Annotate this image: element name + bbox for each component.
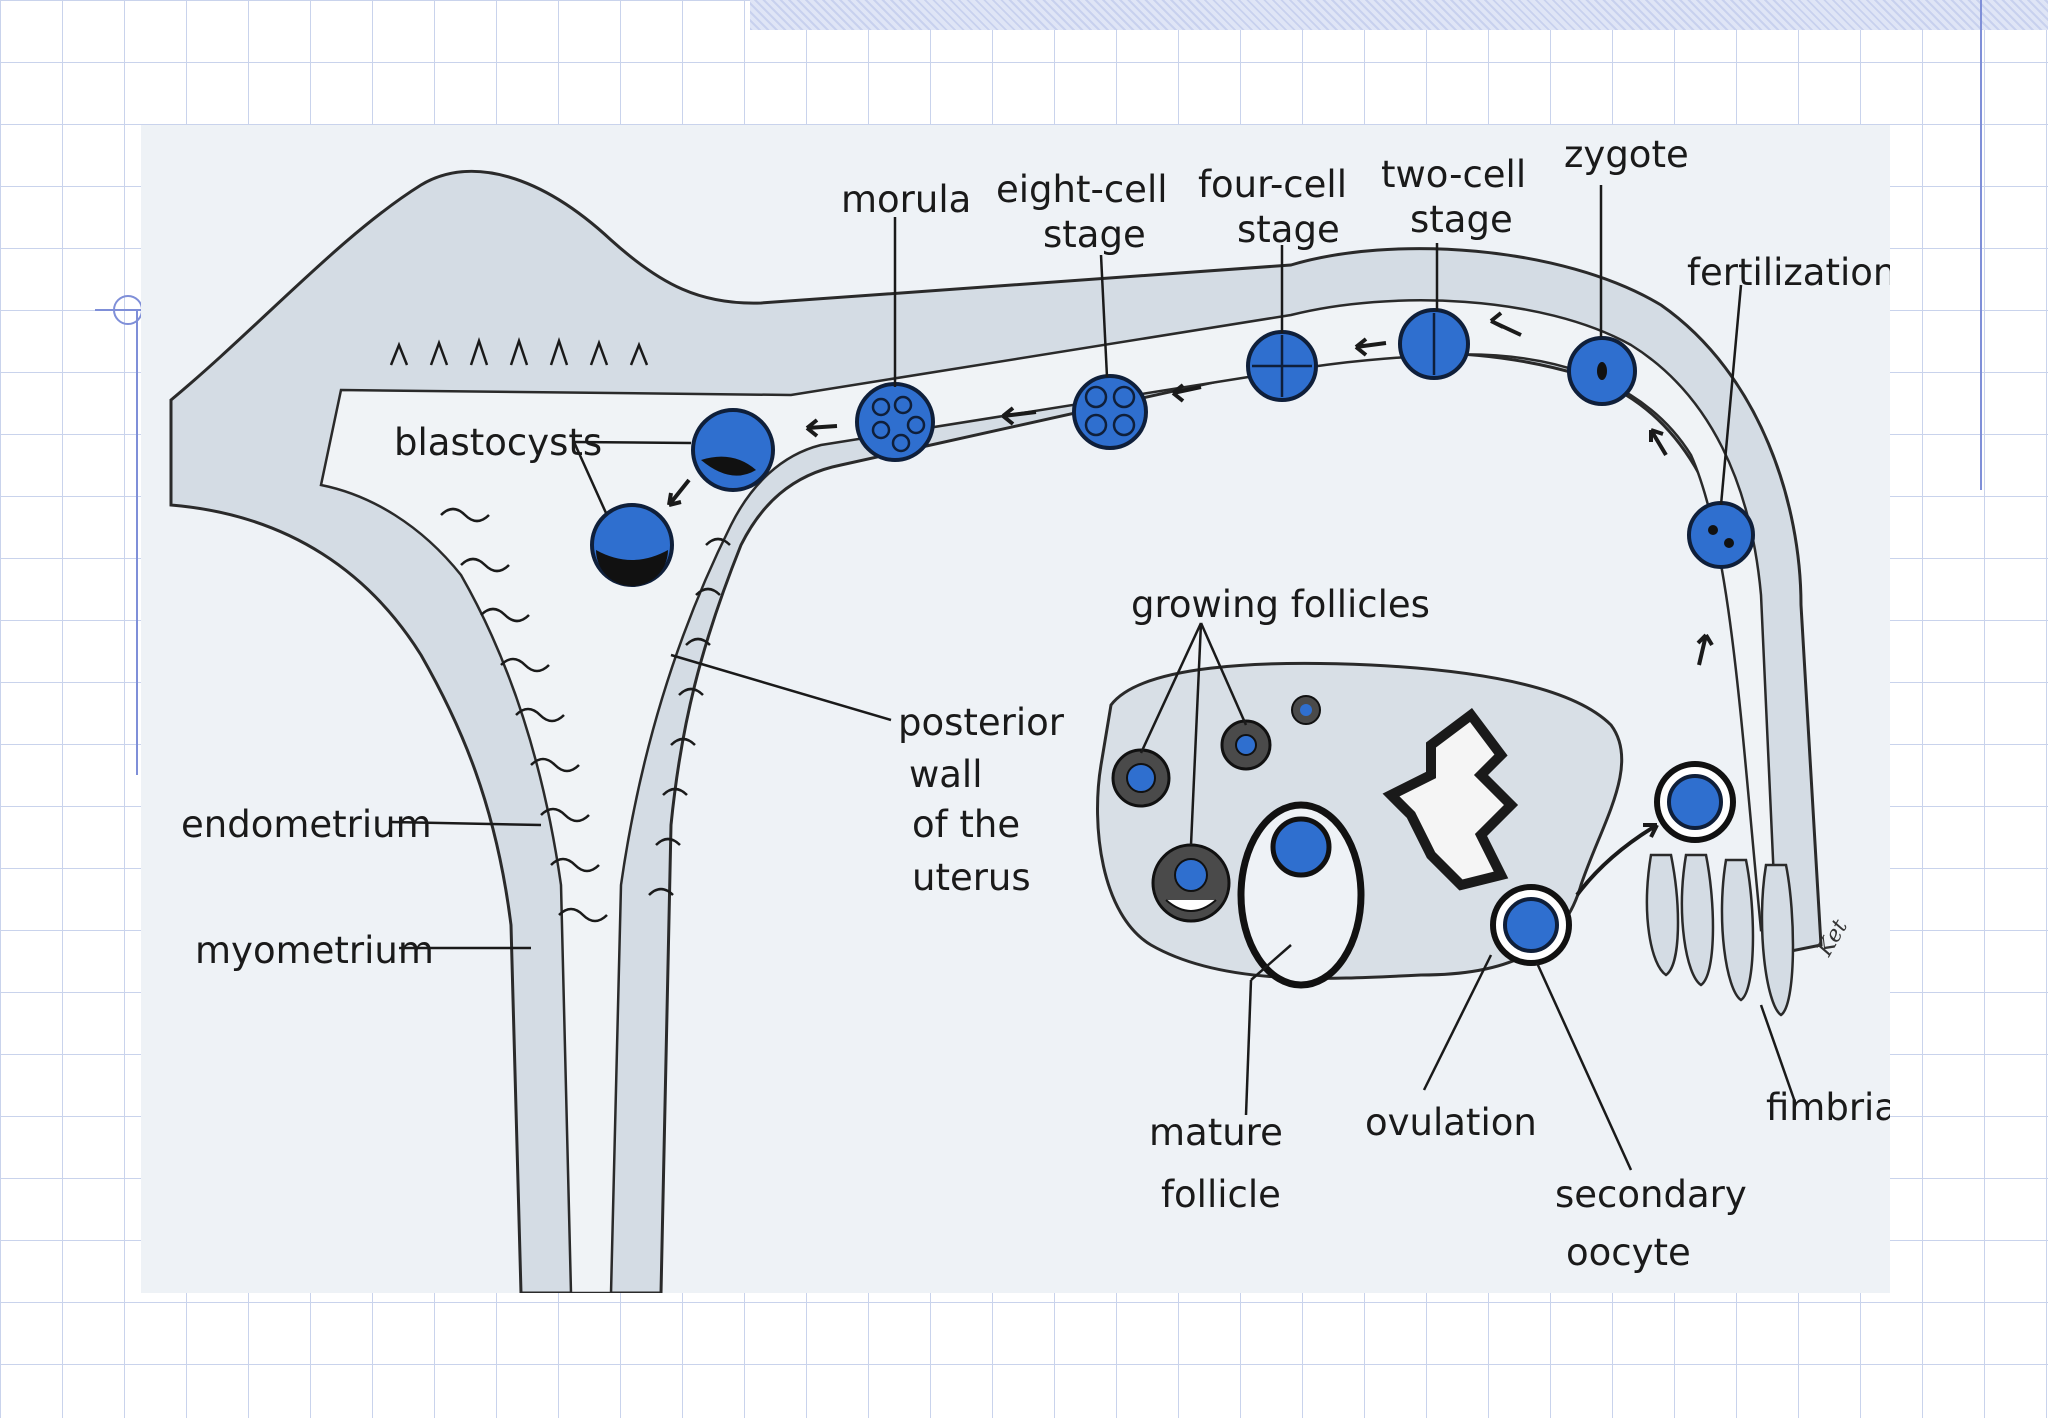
label-mature: mature bbox=[1149, 1111, 1283, 1154]
label-follicle: follicle bbox=[1161, 1173, 1281, 1216]
label-ovulation: ovulation bbox=[1365, 1101, 1537, 1144]
right-accent-line bbox=[1980, 0, 1982, 490]
label-blastocysts: blastocysts bbox=[394, 421, 602, 464]
ruptured-follicle bbox=[1382, 708, 1519, 891]
reproduction-diagram: morula eight-cell stage four-cell stage … bbox=[169, 133, 1890, 1293]
movement-arrows bbox=[667, 311, 1714, 897]
bullet-stroke bbox=[95, 309, 145, 311]
mature-follicle bbox=[1237, 801, 1365, 989]
label-eight-cell-stage: stage bbox=[1043, 213, 1146, 256]
label-posterior: posterior bbox=[898, 701, 1065, 744]
endometrium-folds-right bbox=[648, 537, 731, 896]
label-fimbria: fimbria bbox=[1766, 1086, 1890, 1129]
label-myometrium: myometrium bbox=[195, 929, 434, 972]
leader-lines bbox=[390, 185, 1798, 1171]
label-fertilization: fertilization bbox=[1687, 251, 1890, 294]
morula-cell bbox=[855, 382, 935, 462]
zygote-cell bbox=[1567, 336, 1637, 406]
fertilization-cell bbox=[1687, 501, 1755, 569]
header-band bbox=[750, 0, 2048, 30]
four-cell-stage-cell bbox=[1246, 330, 1318, 402]
endometrium-folds-top bbox=[389, 337, 649, 366]
label-uterus: uterus bbox=[912, 856, 1031, 899]
blastocyst-cell-2 bbox=[590, 503, 674, 587]
label-growing-follicles: growing follicles bbox=[1131, 583, 1430, 626]
left-accent-line bbox=[136, 310, 138, 775]
secondary-oocyte bbox=[1490, 884, 1572, 966]
label-two-cell-stage: stage bbox=[1410, 198, 1513, 241]
diagram-panel: morula eight-cell stage four-cell stage … bbox=[141, 125, 1890, 1293]
label-zygote: zygote bbox=[1564, 133, 1689, 176]
blastocyst-cell-1 bbox=[691, 408, 775, 492]
oocyte-near-fimbria bbox=[1654, 761, 1736, 843]
label-four-cell: four-cell bbox=[1198, 163, 1347, 206]
growing-follicles bbox=[1111, 695, 1321, 923]
two-cell-stage-cell bbox=[1398, 308, 1470, 380]
label-eight-cell: eight-cell bbox=[996, 168, 1168, 211]
label-morula: morula bbox=[841, 178, 971, 221]
fimbria-fingers bbox=[1645, 853, 1795, 1017]
label-oocyte: oocyte bbox=[1566, 1231, 1691, 1274]
label-four-cell-stage: stage bbox=[1237, 208, 1340, 251]
label-of-the: of the bbox=[912, 803, 1020, 846]
label-wall: wall bbox=[909, 753, 983, 796]
label-secondary: secondary bbox=[1555, 1173, 1747, 1216]
label-endometrium: endometrium bbox=[181, 803, 432, 846]
eight-cell-stage-cell bbox=[1072, 374, 1148, 450]
endometrium-folds-left bbox=[440, 507, 608, 923]
label-two-cell: two-cell bbox=[1381, 153, 1526, 196]
